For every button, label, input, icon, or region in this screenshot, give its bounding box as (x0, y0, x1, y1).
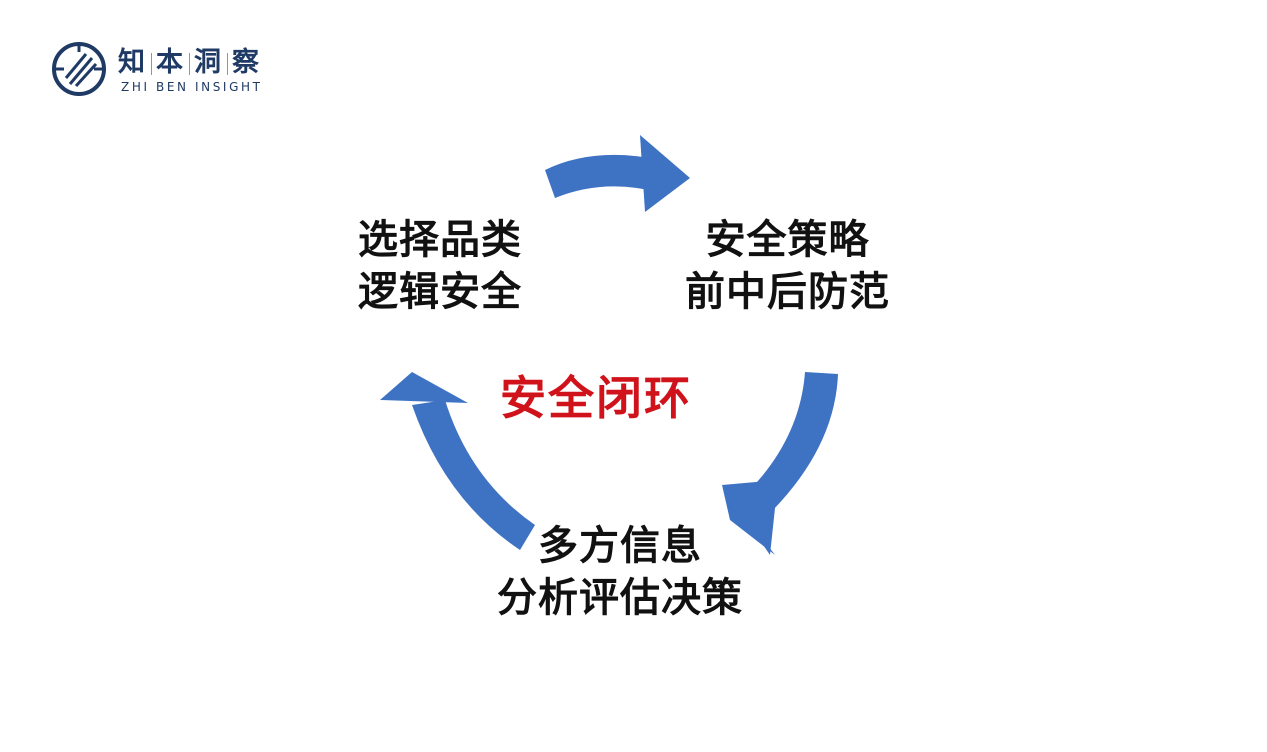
logo-chinese-name: 知本洞察 (118, 40, 261, 79)
arrow-top-icon (545, 135, 690, 212)
node-multi-source-analysis: 多方信息 分析评估决策 (470, 520, 770, 624)
arrow-right-icon (722, 372, 838, 555)
logo (50, 40, 108, 102)
node-line: 安全策略 (705, 217, 870, 263)
node-line: 逻辑安全 (358, 269, 522, 315)
logo-char: 洞 (194, 47, 223, 78)
node-security-strategy: 安全策略 前中后防范 (660, 214, 915, 318)
logo-emblem-icon (52, 42, 106, 96)
center-label: 安全闭环 (500, 371, 692, 425)
logo-char: 知 (118, 47, 147, 78)
logo-char: 察 (232, 47, 261, 78)
arrow-left-icon (380, 372, 535, 550)
node-line: 多方信息 (538, 523, 702, 569)
logo-english-name: ZHI BEN INSIGHT (121, 80, 263, 94)
logo-char: 本 (156, 47, 185, 78)
node-line: 选择品类 (358, 217, 522, 263)
node-line: 前中后防范 (685, 269, 890, 315)
node-select-category: 选择品类 逻辑安全 (340, 214, 540, 318)
node-line: 分析评估决策 (497, 575, 743, 621)
